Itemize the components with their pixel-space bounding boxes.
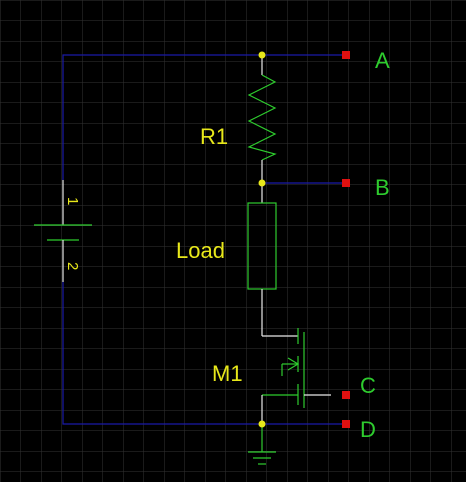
battery-pin-2-label: 2 bbox=[64, 262, 81, 270]
port-c-label: C bbox=[360, 373, 376, 398]
ground-symbol[interactable] bbox=[248, 424, 276, 465]
port-a-label: A bbox=[375, 48, 390, 73]
port-a-marker[interactable] bbox=[342, 51, 350, 59]
port-c-marker[interactable] bbox=[342, 391, 350, 399]
mosfet-arrow bbox=[287, 357, 300, 371]
ports: A B C D bbox=[342, 48, 390, 442]
junction-node-b[interactable] bbox=[258, 179, 266, 187]
port-d-marker[interactable] bbox=[342, 420, 350, 428]
battery[interactable]: 1 2 bbox=[34, 180, 92, 282]
junction-node-a[interactable] bbox=[258, 51, 266, 59]
port-b-marker[interactable] bbox=[342, 179, 350, 187]
mosfet-ref-label: M1 bbox=[212, 361, 243, 386]
wire-battery-bottom-to-d[interactable] bbox=[62, 282, 345, 425]
resistor-ref-label: R1 bbox=[200, 124, 228, 149]
load-ref-label: Load bbox=[176, 238, 225, 263]
mosfet-m1[interactable]: M1 bbox=[212, 328, 331, 424]
resistor-r1[interactable]: R1 bbox=[200, 55, 277, 183]
wire-battery-top-to-a[interactable] bbox=[62, 54, 345, 180]
junctions bbox=[258, 51, 266, 428]
wires bbox=[62, 54, 345, 425]
port-b-label: B bbox=[375, 175, 390, 200]
battery-pin-1-label: 1 bbox=[64, 197, 81, 205]
resistor-zigzag bbox=[247, 74, 277, 161]
port-d-label: D bbox=[360, 417, 376, 442]
junction-node-d[interactable] bbox=[258, 420, 266, 428]
